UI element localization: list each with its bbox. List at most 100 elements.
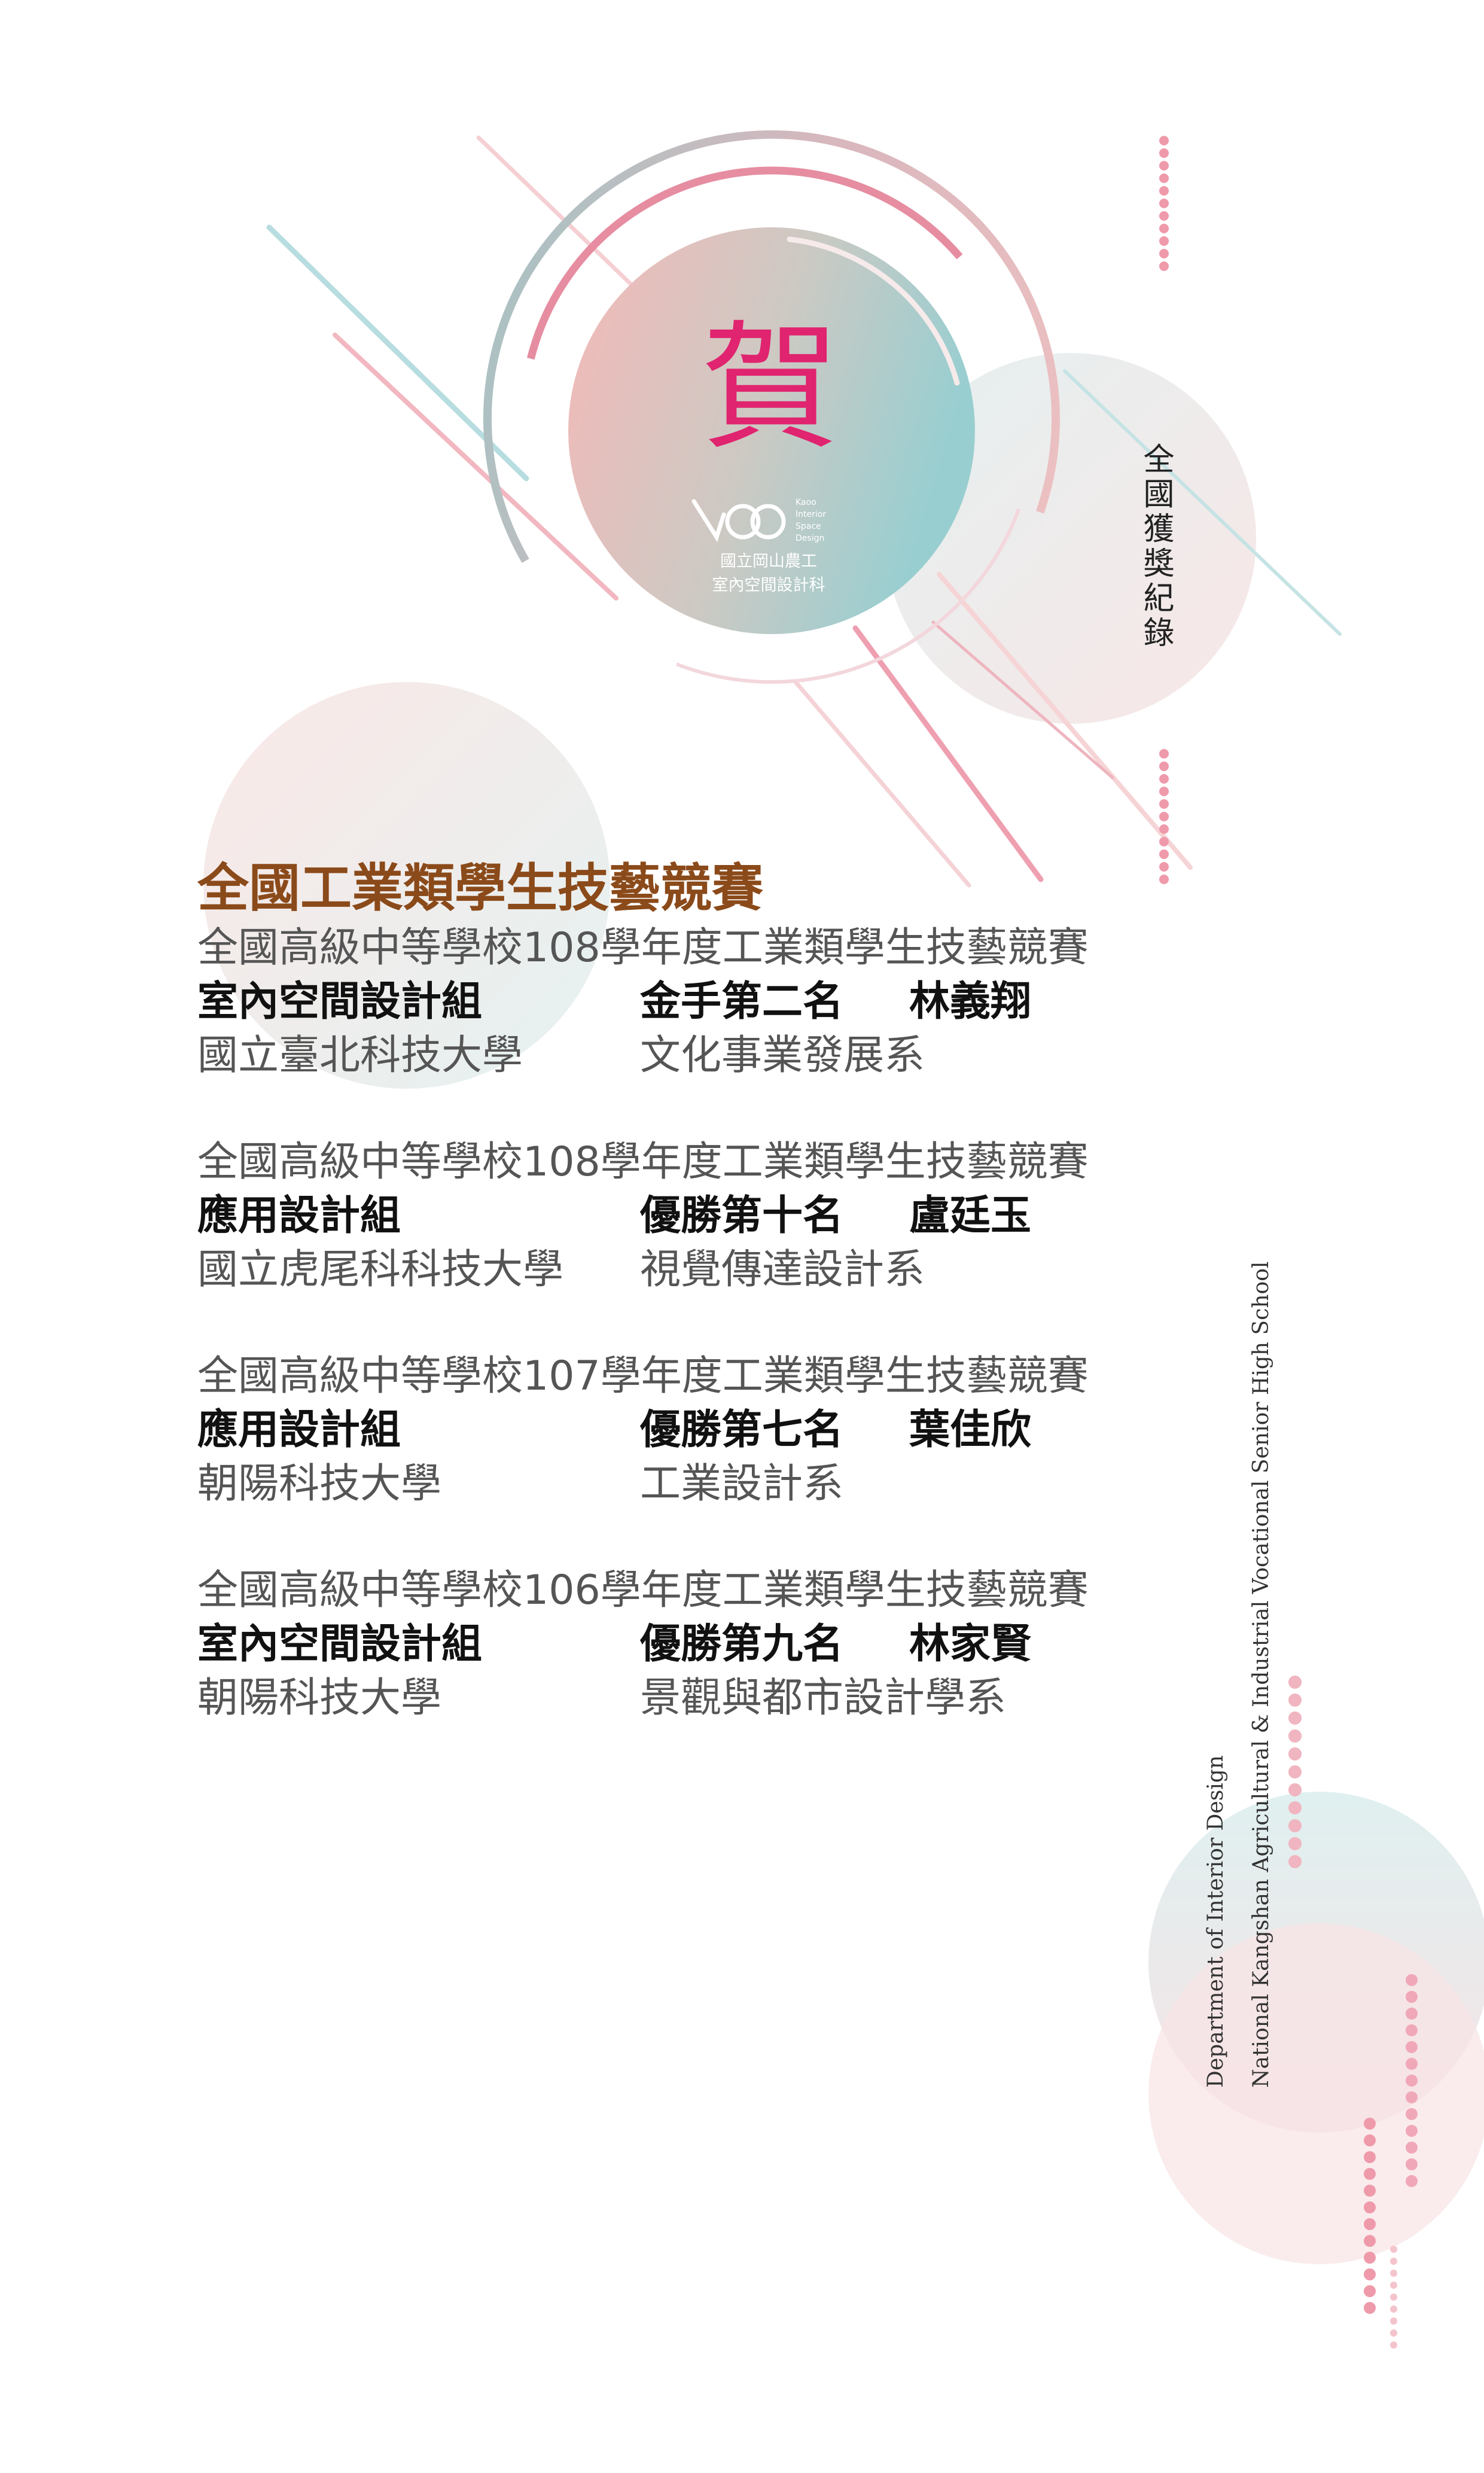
award-entry: 全國高級中等學校108學年度工業類學生技藝競賽 應用設計組 優勝第十名 盧廷玉 … xyxy=(197,1135,1214,1297)
admission-info: 國立臺北科技大學 文化事業發展系 xyxy=(197,1029,1214,1083)
dot xyxy=(1390,2258,1397,2265)
dot xyxy=(1390,2341,1397,2349)
dot xyxy=(1159,211,1169,221)
logo-mark-text: Interior xyxy=(796,510,826,519)
dot xyxy=(1288,1729,1302,1743)
logo-mark: Kaoo Interior Space Design xyxy=(691,498,826,543)
dot xyxy=(1364,2302,1376,2314)
diag-line xyxy=(793,680,971,888)
dot xyxy=(1288,1801,1302,1814)
diag-line xyxy=(266,224,529,482)
dot xyxy=(1288,1783,1302,1796)
dot xyxy=(1406,2091,1418,2103)
dot xyxy=(1288,1747,1302,1761)
diag-line xyxy=(1063,369,1342,636)
student-name: 盧廷玉 xyxy=(909,1192,1032,1239)
dot xyxy=(1406,2175,1418,2187)
dot xyxy=(1390,2306,1397,2313)
badge-highlight-arc xyxy=(787,236,960,386)
dot xyxy=(1364,2268,1376,2280)
university-name: 朝陽科技大學 xyxy=(197,1674,442,1722)
soft-circle-right xyxy=(885,353,1256,724)
diag-line xyxy=(333,333,618,601)
competition-title: 全國高級中等學校107學年度工業類學生技藝競賽 xyxy=(197,1353,1089,1400)
english-school: National Kangshan Agricultural & Industr… xyxy=(1249,1261,1273,2088)
soft-circle-left xyxy=(203,682,610,1089)
dot xyxy=(1159,236,1169,246)
dot xyxy=(1159,249,1169,258)
logo-mark-text: Kaoo xyxy=(796,498,816,507)
dot xyxy=(1406,2041,1418,2053)
main-badge-circle xyxy=(568,227,975,634)
dot xyxy=(1406,2125,1418,2137)
dot xyxy=(1159,812,1169,821)
dot xyxy=(1406,2024,1418,2036)
admission-info: 朝陽科技大學 景觀與都市設計學系 xyxy=(197,1671,1214,1725)
award-entry: 全國高級中等學校108學年度工業類學生技藝競賽 室內空間設計組 金手第二名 林義… xyxy=(197,921,1214,1083)
admission-info: 國立虎尾科科技大學 視覺傳達設計系 xyxy=(197,1243,1214,1297)
dot xyxy=(1364,2218,1376,2230)
dot xyxy=(1364,2168,1376,2180)
award-entry: 全國高級中等學校106學年度工業類學生技藝競賽 室內空間設計組 優勝第九名 林家… xyxy=(197,1564,1214,1725)
dot xyxy=(1390,2282,1397,2289)
outer-ring xyxy=(483,130,1061,707)
dot xyxy=(1390,2294,1397,2301)
dot xyxy=(1406,1974,1418,1986)
department-name: 視覺傳達設計系 xyxy=(640,1246,925,1293)
dot xyxy=(1288,1855,1302,1868)
group-name: 應用設計組 xyxy=(197,1406,401,1454)
student-name: 林義翔 xyxy=(909,978,1032,1025)
dot xyxy=(1406,2108,1418,2120)
dot xyxy=(1406,2158,1418,2170)
dot xyxy=(1159,186,1169,196)
diag-line xyxy=(852,625,1044,882)
dot xyxy=(1406,2008,1418,2020)
award-rank: 優勝第十名 xyxy=(640,1192,844,1239)
award-rank: 金手第二名 xyxy=(640,978,844,1025)
main-heading: 全國工業類學生技藝競賽 xyxy=(197,858,763,918)
dot xyxy=(1288,1676,1302,1689)
award-info: 應用設計組 優勝第十名 盧廷玉 xyxy=(197,1189,1214,1243)
dot xyxy=(1390,2246,1397,2253)
dot xyxy=(1159,136,1169,145)
diag-line xyxy=(937,572,1193,870)
dot xyxy=(1159,799,1169,809)
award-list: 全國工業類學生技藝競賽 全國高級中等學校108學年度工業類學生技藝競賽 室內空間… xyxy=(197,855,1214,1778)
group-name: 室內空間設計組 xyxy=(197,978,483,1025)
dot xyxy=(1159,161,1169,170)
dot xyxy=(1159,261,1169,271)
logo-department-name: 室內空間設計科 xyxy=(712,576,825,595)
admission-info: 朝陽科技大學 工業設計系 xyxy=(197,1457,1214,1511)
logo-school-name: 國立岡山農工 xyxy=(720,552,817,571)
dot xyxy=(1159,862,1169,872)
soft-circle-bottom-lower xyxy=(1148,1923,1484,2264)
dot xyxy=(1406,2075,1418,2087)
dot xyxy=(1288,1711,1302,1725)
dot xyxy=(1288,1837,1302,1850)
dot xyxy=(1288,1819,1302,1832)
dot xyxy=(1159,199,1169,208)
dot xyxy=(1159,849,1169,859)
dot xyxy=(1159,762,1169,771)
student-name: 葉佳欣 xyxy=(909,1406,1032,1454)
dot xyxy=(1406,2058,1418,2070)
logo-mark-text: Design xyxy=(796,534,824,543)
award-rank: 優勝第九名 xyxy=(640,1621,844,1668)
dot xyxy=(1364,2151,1376,2163)
competition-title: 全國高級中等學校106學年度工業類學生技藝競賽 xyxy=(197,1567,1089,1614)
award-entry: 全國高級中等學校107學年度工業類學生技藝競賽 應用設計組 優勝第七名 葉佳欣 … xyxy=(197,1350,1214,1511)
dot xyxy=(1390,2317,1397,2325)
dot xyxy=(1159,749,1169,759)
dot xyxy=(1364,2118,1376,2130)
department-name: 文化事業發展系 xyxy=(640,1032,925,1079)
school-logo: Kaoo Interior Space Design 國立岡山農工 室內空間設計… xyxy=(688,491,849,598)
side-title: 全國獲獎紀錄 xyxy=(1138,443,1174,651)
group-name: 應用設計組 xyxy=(197,1192,401,1239)
diag-line xyxy=(476,135,636,290)
department-name: 工業設計系 xyxy=(640,1460,844,1507)
dot xyxy=(1364,2235,1376,2247)
university-name: 國立虎尾科科技大學 xyxy=(197,1246,564,1293)
dot xyxy=(1159,173,1169,183)
logo-mark-text: Space xyxy=(796,522,821,531)
